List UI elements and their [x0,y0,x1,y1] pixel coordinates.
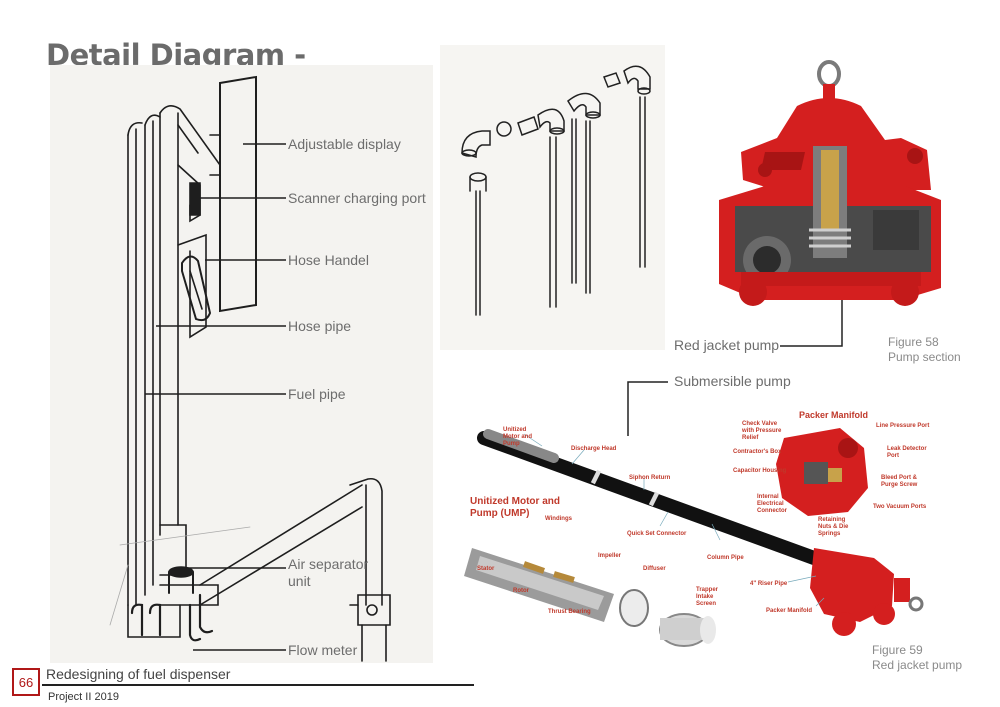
callout-retaining-1: Retaining [818,517,846,523]
callout-bleed-port: Bleed Port & Purge Screw [881,475,917,489]
page-number-badge: 66 [12,668,40,696]
footer-title: Redesigning of fuel dispenser [46,666,231,682]
label-hose-pipe: Hose pipe [288,318,352,334]
label-flow-meter: Flow meter [288,642,358,658]
callout-rotor: Rotor [513,588,529,594]
callout-retaining: Retaining Nuts & Die Springs [818,517,848,538]
pump-leader-line [780,300,843,347]
dispenser-sketch [109,75,391,662]
pipe-fittings-panel [440,45,665,350]
callout-trapper-3: Screen [696,601,717,607]
callout-trapper: Trapper Intake Screen [696,587,718,608]
label-red-jacket-pump: Red jacket pump [674,337,780,353]
submersible-pump-illustration [464,428,924,647]
callout-stator: Stator [477,566,495,572]
callout-leak-detector-1: Leak Detector [887,446,927,452]
callout-riser-pipe: 4" Riser Pipe [750,581,788,587]
callout-retaining-2: Nuts & Die [818,524,849,530]
label-hose-handle: Hose Handel [288,252,369,268]
label-scanner-charging-port: Scanner charging port [288,190,426,206]
callout-check-valve: Check Valve with Pressure Relief [742,421,781,442]
callout-bleed-port-2: Purge Screw [881,482,918,488]
footer-divider [42,684,474,686]
callout-packer-manifold: Packer Manifold [766,608,813,614]
callout-line-pressure: Line Pressure Port [876,423,930,429]
callout-column-pipe: Column Pipe [707,555,744,561]
callout-leak-detector-2: Port [887,453,899,459]
label-submersible-pump: Submersible pump [674,373,791,389]
callout-check-valve-3: Relief [742,435,759,441]
callout-check-valve-1: Check Valve [742,421,778,427]
callout-check-valve-2: with Pressure [742,428,782,434]
callout-internal-connector: Internal Electrical Connector [757,494,787,515]
callout-leak-detector: Leak Detector Port [887,446,927,460]
ump-title-line-1: Unitized Motor and [470,496,560,507]
callout-contractors-box: Contractor's Box [733,449,782,455]
callout-internal-2: Electrical [757,501,784,507]
callout-capacitor: Capacitor Housing [733,468,787,474]
callout-impeller: Impeller [598,553,622,559]
label-air-separator-unit: unit [288,573,311,589]
pump-section-image [719,60,941,306]
figure-58-caption: Pump section [888,350,961,364]
callout-vacuum-ports: Two Vacuum Ports [873,504,927,510]
callout-retaining-3: Springs [818,531,841,537]
callout-trapper-1: Trapper [696,587,719,593]
label-air-separator: Air separator [288,556,369,572]
callout-internal-1: Internal [757,494,779,500]
callout-unitized-3: Pump [503,441,520,447]
callout-unitized: Unitized Motor and Pump [503,427,532,448]
callout-bleed-port-1: Bleed Port & [881,475,918,481]
label-adjustable-display: Adjustable display [288,136,401,152]
submersible-leader-line [627,381,668,436]
callout-thrust-bearing: Thrust Bearing [548,609,591,615]
callout-unitized-1: Unitized [503,427,527,433]
callout-windings: Windings [545,516,572,522]
pipe-fittings-sketch [461,65,651,316]
figure-59-caption: Red jacket pump [872,658,963,672]
ump-title: Unitized Motor and Pump (UMP) [470,496,560,520]
ump-title-line-2: Pump (UMP) [470,508,530,519]
callout-discharge-head: Discharge Head [571,446,617,452]
figure-58-number: Figure 58 [888,335,939,349]
callout-siphon-return: Siphon Return [629,475,671,481]
footer-subtitle: Project II 2019 [48,691,119,703]
callout-trapper-2: Intake [696,594,714,600]
manifold-title: Packer Manifold [799,410,869,420]
callout-internal-3: Connector [757,508,787,514]
callout-diffuser: Diffuser [643,566,666,572]
dispenser-sketch-panel [50,65,433,663]
callout-unitized-2: Motor and [503,434,532,440]
callout-quick-set: Quick Set Connector [627,531,687,537]
label-fuel-pipe: Fuel pipe [288,386,346,402]
figure-59-number: Figure 59 [872,643,923,657]
